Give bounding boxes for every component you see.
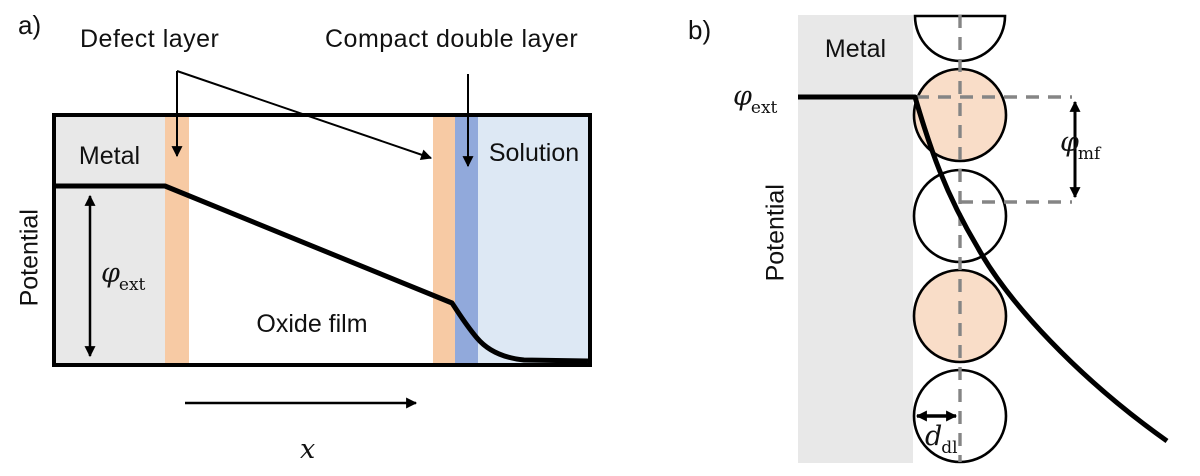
phi-subscript: ext <box>118 275 146 296</box>
panel-b-label: b) <box>688 15 712 45</box>
potential-curve-a <box>54 183 589 364</box>
d-symbol: d <box>925 421 943 452</box>
defect-callout-arrow-right <box>176 70 433 160</box>
phi-subscript: ext <box>750 98 778 119</box>
metal-label-a: Metal <box>78 142 141 170</box>
box-outline <box>52 113 592 367</box>
metal-region-a <box>54 115 165 365</box>
panel-a-label: a) <box>18 10 42 40</box>
defect-layer-label: Defect layer <box>80 25 220 53</box>
solution-label: Solution <box>488 139 580 167</box>
metal-label-b: Metal <box>824 35 887 63</box>
solution-region <box>478 115 590 365</box>
metal-region-b <box>798 15 913 463</box>
d-subscript: dl <box>941 438 958 459</box>
potential-axis-label-b: Potential <box>761 184 790 282</box>
phi-ext-label-a: φext <box>101 258 146 296</box>
potential-axis-label-a: Potential <box>15 209 44 307</box>
compact-double-layer-stripe <box>455 115 478 365</box>
phi-subscript: mf <box>1077 144 1101 165</box>
phi-symbol: φ <box>101 258 120 289</box>
defect-layer-stripe-right <box>433 115 455 365</box>
compact-double-layer-label: Compact double layer <box>325 25 579 53</box>
phi-symbol: φ <box>1060 127 1079 158</box>
x-axis-label: x <box>300 434 316 465</box>
phi-mf-label: φmf <box>1060 127 1101 165</box>
d-dl-label: ddl <box>925 421 959 459</box>
phi-symbol: φ <box>733 81 752 112</box>
phi-ext-label-b: φext <box>733 81 778 119</box>
oxide-film-label: Oxide film <box>256 310 368 338</box>
potential-curve-b <box>798 94 1169 444</box>
